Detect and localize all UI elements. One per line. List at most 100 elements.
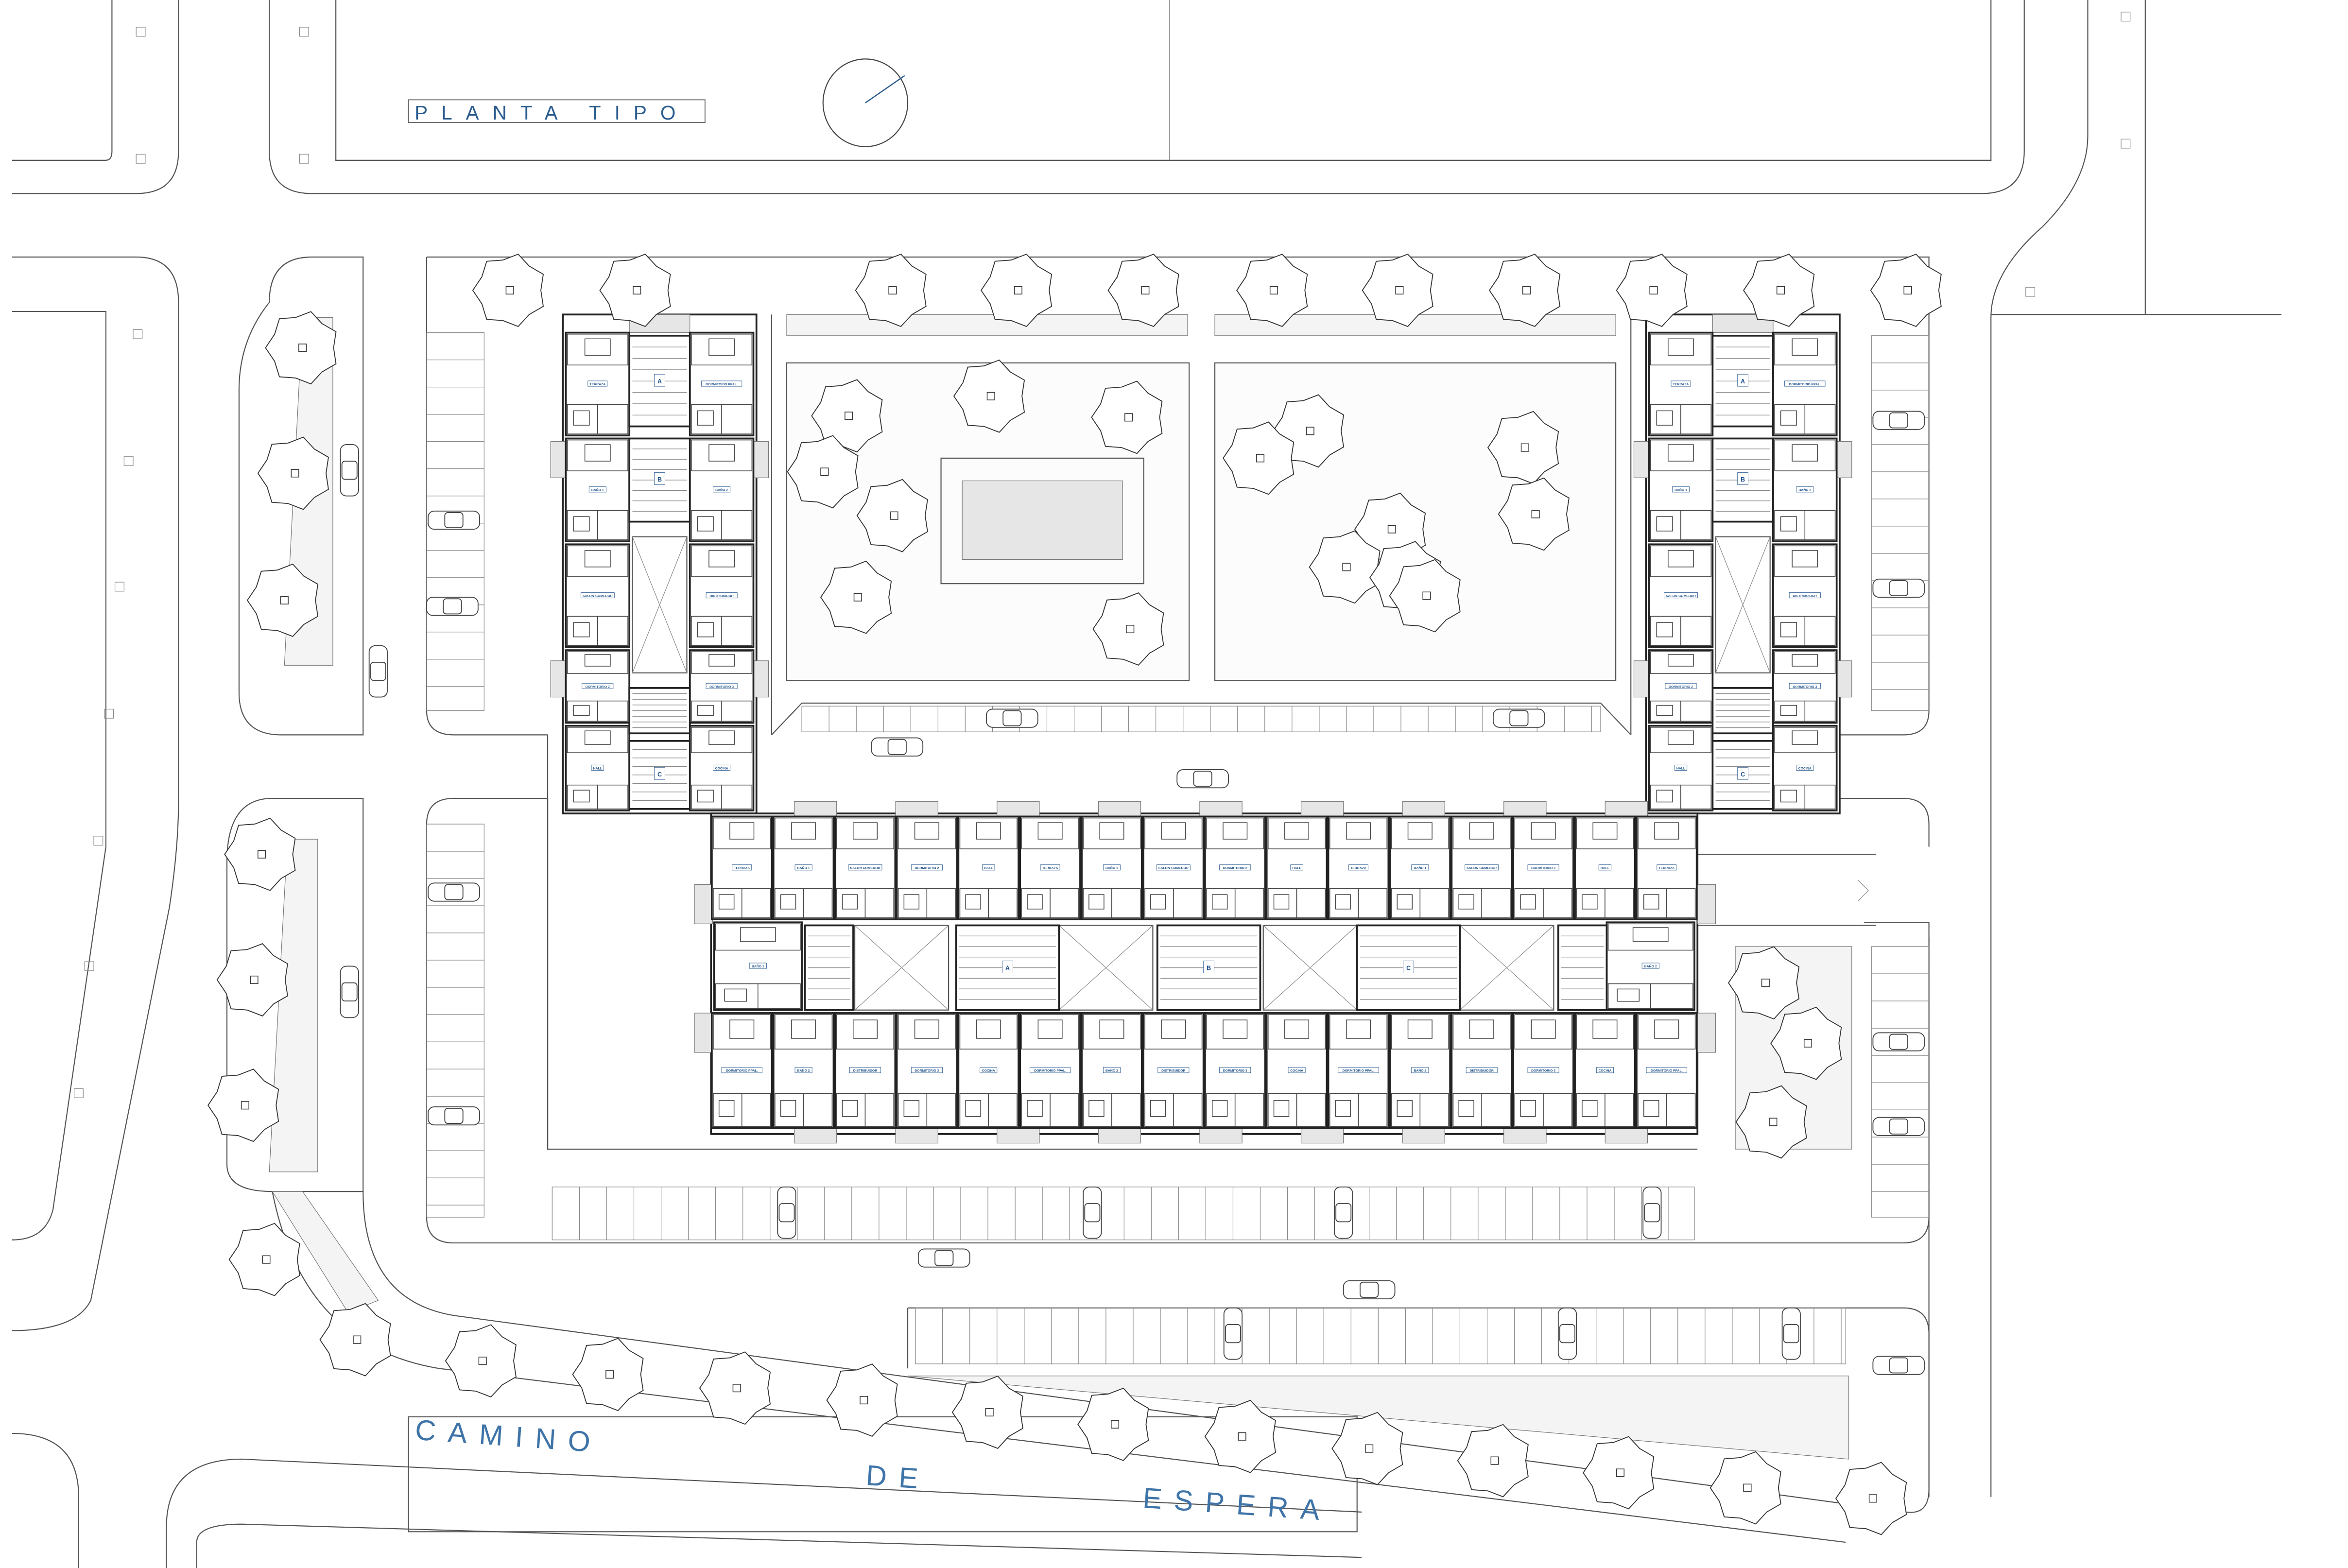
car-icon <box>1223 1307 1243 1360</box>
room-label-tag: TERRAZA <box>732 864 752 871</box>
room-label-tag: DORMITORIO 3 <box>1789 683 1821 689</box>
tree-icon <box>1204 1399 1276 1473</box>
bed-icon <box>584 338 611 356</box>
room-label-tag: TERRAZA <box>1348 864 1368 871</box>
room <box>1358 888 1387 918</box>
furniture-icon <box>780 894 796 910</box>
tree-icon <box>1223 421 1295 495</box>
bed-icon <box>1592 1019 1618 1039</box>
terrace <box>1199 1127 1243 1144</box>
room <box>1680 700 1712 722</box>
furniture-icon <box>1780 410 1797 426</box>
bed-icon <box>1632 927 1669 942</box>
unit-letter-tag: A <box>1002 961 1013 973</box>
room-label: DISTRIBUIDOR <box>1161 1069 1185 1073</box>
car-icon <box>1334 1186 1353 1239</box>
room <box>1543 1093 1572 1127</box>
room <box>721 700 753 722</box>
room-label: BAÑO 2 <box>1644 964 1657 968</box>
terrace <box>1605 1127 1648 1144</box>
room-label: BAÑO 1 <box>1105 866 1118 870</box>
tree-icon <box>445 1324 517 1398</box>
room-label: COCINA <box>715 767 728 770</box>
furniture-icon <box>1027 1100 1043 1117</box>
apartment-unit <box>1142 815 1205 920</box>
furniture-icon <box>1520 894 1536 910</box>
bed-icon <box>1531 1019 1556 1039</box>
room-label: TERRAZA <box>1350 867 1366 870</box>
apartment-unit <box>1648 543 1714 648</box>
room <box>1234 1093 1264 1127</box>
furniture-icon <box>842 1100 858 1117</box>
terrace <box>1836 441 1852 478</box>
bed-icon <box>976 822 1001 840</box>
apartment-unit <box>565 543 631 648</box>
tree-icon <box>1583 1436 1655 1510</box>
apartment-unit <box>896 1012 958 1129</box>
room <box>1804 784 1836 810</box>
room <box>597 700 628 722</box>
room-label: DORMITORIO PPAL. <box>726 1069 758 1073</box>
bed-icon <box>729 1019 755 1039</box>
furniture-icon <box>903 1100 920 1117</box>
bed-icon <box>1346 1019 1371 1039</box>
unit-letter-tag: A <box>654 374 665 387</box>
furniture-icon <box>1150 1100 1166 1117</box>
room-label: COCINA <box>1798 767 1812 770</box>
room-label-tag: DORMITORIO 2 <box>1219 864 1251 871</box>
room-label-tag: DORMITORIO PPAL. <box>1646 1067 1687 1073</box>
room-label-tag: BAÑO 2 <box>1103 1067 1121 1073</box>
car-icon <box>1872 1032 1925 1051</box>
bed-icon <box>852 1019 878 1039</box>
trees <box>207 254 1942 1535</box>
courtyard <box>1715 536 1771 673</box>
furniture-icon <box>1780 516 1797 532</box>
car-icon <box>986 708 1038 728</box>
tree-icon <box>826 1363 898 1437</box>
room-label: SALON-COMEDOR <box>850 867 880 870</box>
unit-letter: A <box>1005 965 1010 971</box>
room-label: HALL <box>593 767 602 770</box>
room-label-tag: DISTRIBUIDOR <box>706 592 738 599</box>
furniture-icon <box>1656 705 1673 716</box>
apartment-unit <box>689 724 755 811</box>
room-label-tag: DORMITORIO PPAL. <box>721 1067 762 1073</box>
room <box>1173 888 1203 918</box>
furniture-icon <box>1656 790 1673 803</box>
room <box>1111 888 1141 918</box>
unit-letter-tag: C <box>1737 767 1748 780</box>
car-icon <box>1557 1307 1577 1360</box>
car-icon <box>428 1106 480 1126</box>
room-label-tag: BAÑO 1 <box>1103 864 1121 871</box>
furniture-icon <box>1397 894 1413 910</box>
car-icon <box>917 1248 970 1268</box>
room-label-tag: BAÑO 2 <box>1641 963 1659 969</box>
room-label-tag: TERRAZA <box>587 380 608 387</box>
car-icon <box>368 645 388 698</box>
bed-icon <box>584 730 611 745</box>
room-label: DORMITORIO 3 <box>709 685 734 689</box>
room <box>741 888 771 918</box>
furniture-icon <box>1088 1100 1105 1117</box>
furniture-icon <box>842 894 858 910</box>
room-label-tag: DORMITORIO 2 <box>911 864 943 871</box>
room-label-tag: DORMITORIO 3 <box>911 1067 943 1073</box>
terrace <box>794 1127 837 1144</box>
room-label: BAÑO 2 <box>1414 1068 1426 1073</box>
furniture-icon <box>1780 790 1797 803</box>
terrace <box>1697 1013 1716 1053</box>
car-icon <box>1872 1117 1925 1136</box>
room-label: DORMITORIO 3 <box>1793 685 1817 689</box>
apartment-unit <box>689 543 755 648</box>
bed-icon <box>1668 730 1694 745</box>
car-icon <box>426 597 479 616</box>
room <box>1605 1093 1634 1127</box>
residential-block-west <box>550 313 769 815</box>
furniture-icon <box>1656 516 1673 532</box>
furniture-icon <box>1643 1100 1659 1117</box>
apartment-unit <box>565 649 631 724</box>
room-label: TERRAZA <box>734 867 750 870</box>
room-label-tag: DORMITORIO PPAL. <box>1784 380 1826 387</box>
unit-letter: B <box>657 476 662 483</box>
